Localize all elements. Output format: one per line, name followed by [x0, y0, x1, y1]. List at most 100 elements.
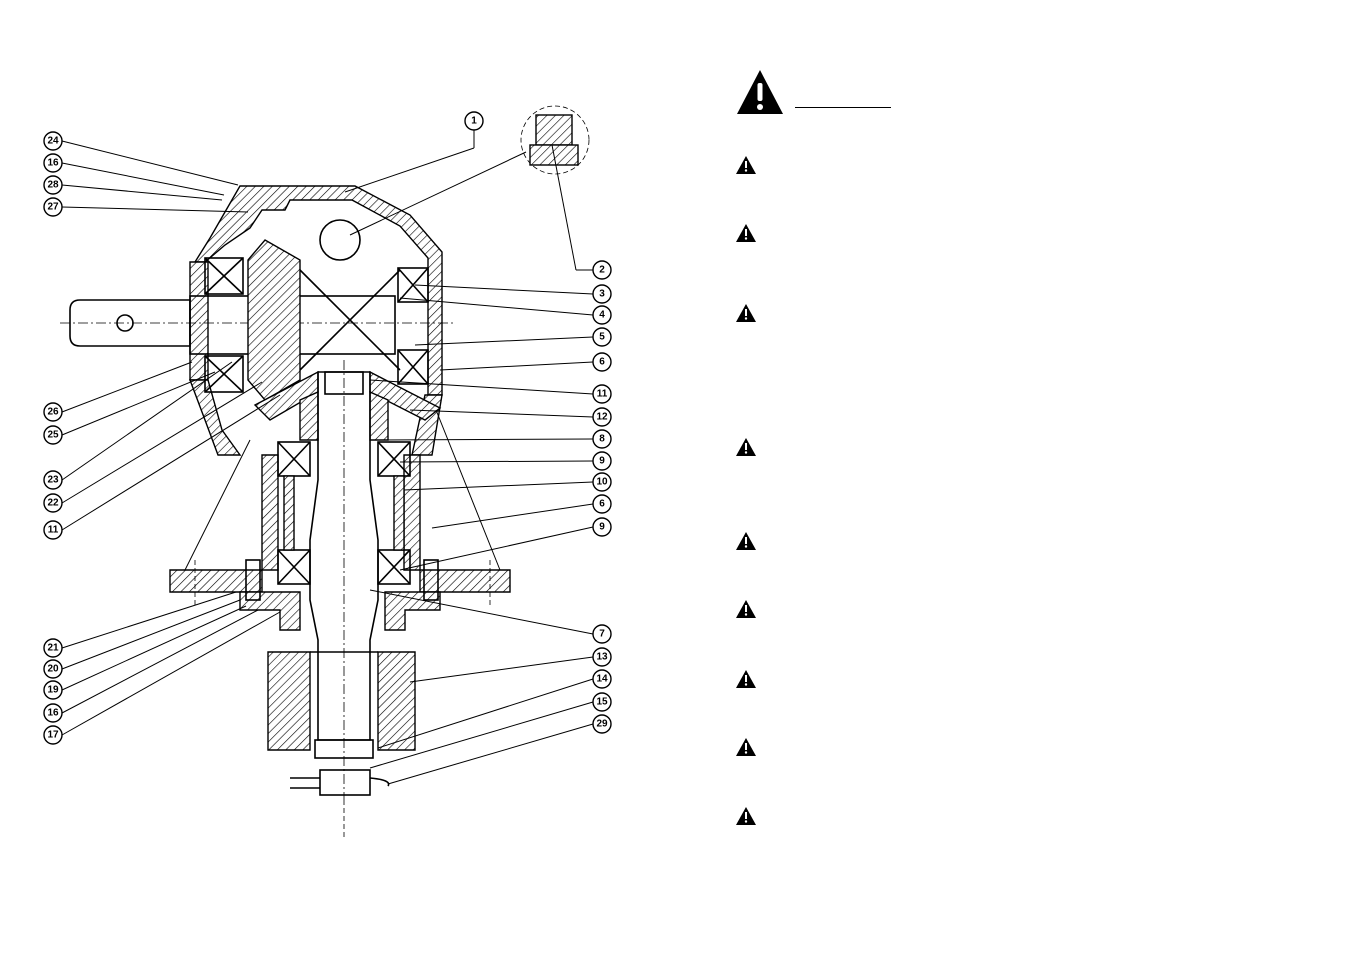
callout-23: 23	[43, 470, 63, 490]
callout-8: 8	[592, 429, 612, 449]
warning-triangle-icon	[736, 670, 756, 688]
svg-text:19: 19	[47, 685, 59, 696]
callout-28: 28	[43, 175, 63, 195]
svg-text:1: 1	[471, 116, 477, 127]
svg-text:6: 6	[599, 357, 605, 368]
callout-1: 1	[464, 111, 484, 131]
callout-14: 14	[592, 669, 612, 689]
warning-item-4	[736, 438, 758, 456]
callout-13: 13	[592, 647, 612, 667]
callout-16: 16	[43, 703, 63, 723]
svg-text:11: 11	[597, 389, 608, 400]
warning-triangle-icon	[736, 807, 756, 825]
warning-item-1	[736, 156, 758, 174]
gearbox-housing	[169, 185, 511, 631]
svg-text:7: 7	[599, 629, 605, 640]
heading-rule	[795, 107, 891, 108]
warning-item-8	[736, 738, 758, 756]
svg-text:22: 22	[47, 498, 59, 509]
blade-hub-left	[267, 651, 311, 751]
svg-text:28: 28	[47, 180, 59, 191]
callout-26: 26	[43, 402, 63, 422]
svg-text:27: 27	[47, 202, 59, 213]
callout-16: 16	[43, 153, 63, 173]
svg-text:10: 10	[596, 477, 608, 488]
svg-text:12: 12	[596, 412, 608, 423]
svg-text:6: 6	[599, 499, 605, 510]
svg-text:17: 17	[47, 730, 59, 741]
callout-11: 11	[43, 520, 63, 540]
callout-29: 29	[592, 714, 612, 734]
callout-11: 11	[592, 384, 612, 404]
warning-triangle-icon	[736, 224, 756, 242]
svg-text:21: 21	[47, 643, 59, 654]
svg-text:13: 13	[596, 652, 608, 663]
svg-text:8: 8	[599, 434, 605, 445]
svg-text:4: 4	[599, 310, 605, 321]
callout-19: 19	[43, 680, 63, 700]
warnings-panel	[730, 60, 1330, 860]
flange-bolt-right	[423, 559, 439, 601]
input-bearings	[204, 257, 429, 393]
leader-lines	[61, 130, 594, 785]
svg-text:9: 9	[599, 456, 605, 467]
svg-text:20: 20	[47, 664, 59, 675]
warning-item-3	[736, 304, 758, 322]
warning-item-6	[736, 600, 758, 618]
callout-12: 12	[592, 407, 612, 427]
svg-text:16: 16	[47, 708, 59, 719]
callout-6: 6	[592, 352, 612, 372]
gearbox-cross-section-drawing: 1 2 3 4 5 6 11 12 8 9 10 6 9 7 13 14 15 …	[43, 105, 612, 840]
callout-15: 15	[592, 692, 612, 712]
callout-5: 5	[592, 327, 612, 347]
callout-20: 20	[43, 659, 63, 679]
svg-text:24: 24	[47, 136, 59, 147]
callout-9: 9	[592, 451, 612, 471]
blade-hub-right	[377, 651, 416, 751]
svg-text:16: 16	[47, 158, 59, 169]
callout-7: 7	[592, 624, 612, 644]
warning-item-2	[736, 224, 758, 242]
svg-text:14: 14	[596, 674, 608, 685]
cotter-pin	[290, 777, 390, 789]
warning-item-5	[736, 532, 758, 550]
callout-17: 17	[43, 725, 63, 745]
warning-triangle-icon	[736, 438, 756, 456]
callout-3: 3	[592, 284, 612, 304]
callout-25: 25	[43, 425, 63, 445]
warning-item-7	[736, 670, 758, 688]
warning-triangle-icon	[736, 532, 756, 550]
callout-2: 2	[592, 260, 612, 280]
svg-text:11: 11	[48, 525, 59, 536]
castle-nut	[319, 769, 371, 796]
svg-text:2: 2	[599, 265, 605, 276]
svg-text:23: 23	[47, 475, 59, 486]
hub-washer	[314, 739, 374, 759]
svg-text:25: 25	[47, 430, 59, 441]
callout-9: 9	[592, 517, 612, 537]
svg-text:26: 26	[47, 407, 59, 418]
callout-10: 10	[592, 472, 612, 492]
callout-6: 6	[592, 494, 612, 514]
svg-text:3: 3	[599, 289, 605, 300]
svg-text:29: 29	[596, 719, 608, 730]
output-bearings	[277, 441, 411, 585]
warning-triangle-icon	[736, 738, 756, 756]
warning-triangle-icon	[736, 600, 756, 618]
breather-plug	[535, 114, 573, 146]
flange-bolt-left	[245, 559, 261, 601]
svg-text:15: 15	[596, 697, 608, 708]
filler-plug-circle	[319, 219, 361, 261]
warning-triangle-icon	[737, 70, 783, 114]
warning-triangle-icon	[736, 304, 756, 322]
callout-27: 27	[43, 197, 63, 217]
callout-24: 24	[43, 131, 63, 151]
svg-text:5: 5	[599, 332, 605, 343]
plug-detail-circle	[520, 105, 590, 175]
svg-text:9: 9	[599, 522, 605, 533]
warning-triangle-icon	[736, 156, 756, 174]
output-shaft	[309, 360, 379, 800]
warning-item-9	[736, 807, 758, 825]
callout-21: 21	[43, 638, 63, 658]
callout-4: 4	[592, 305, 612, 325]
